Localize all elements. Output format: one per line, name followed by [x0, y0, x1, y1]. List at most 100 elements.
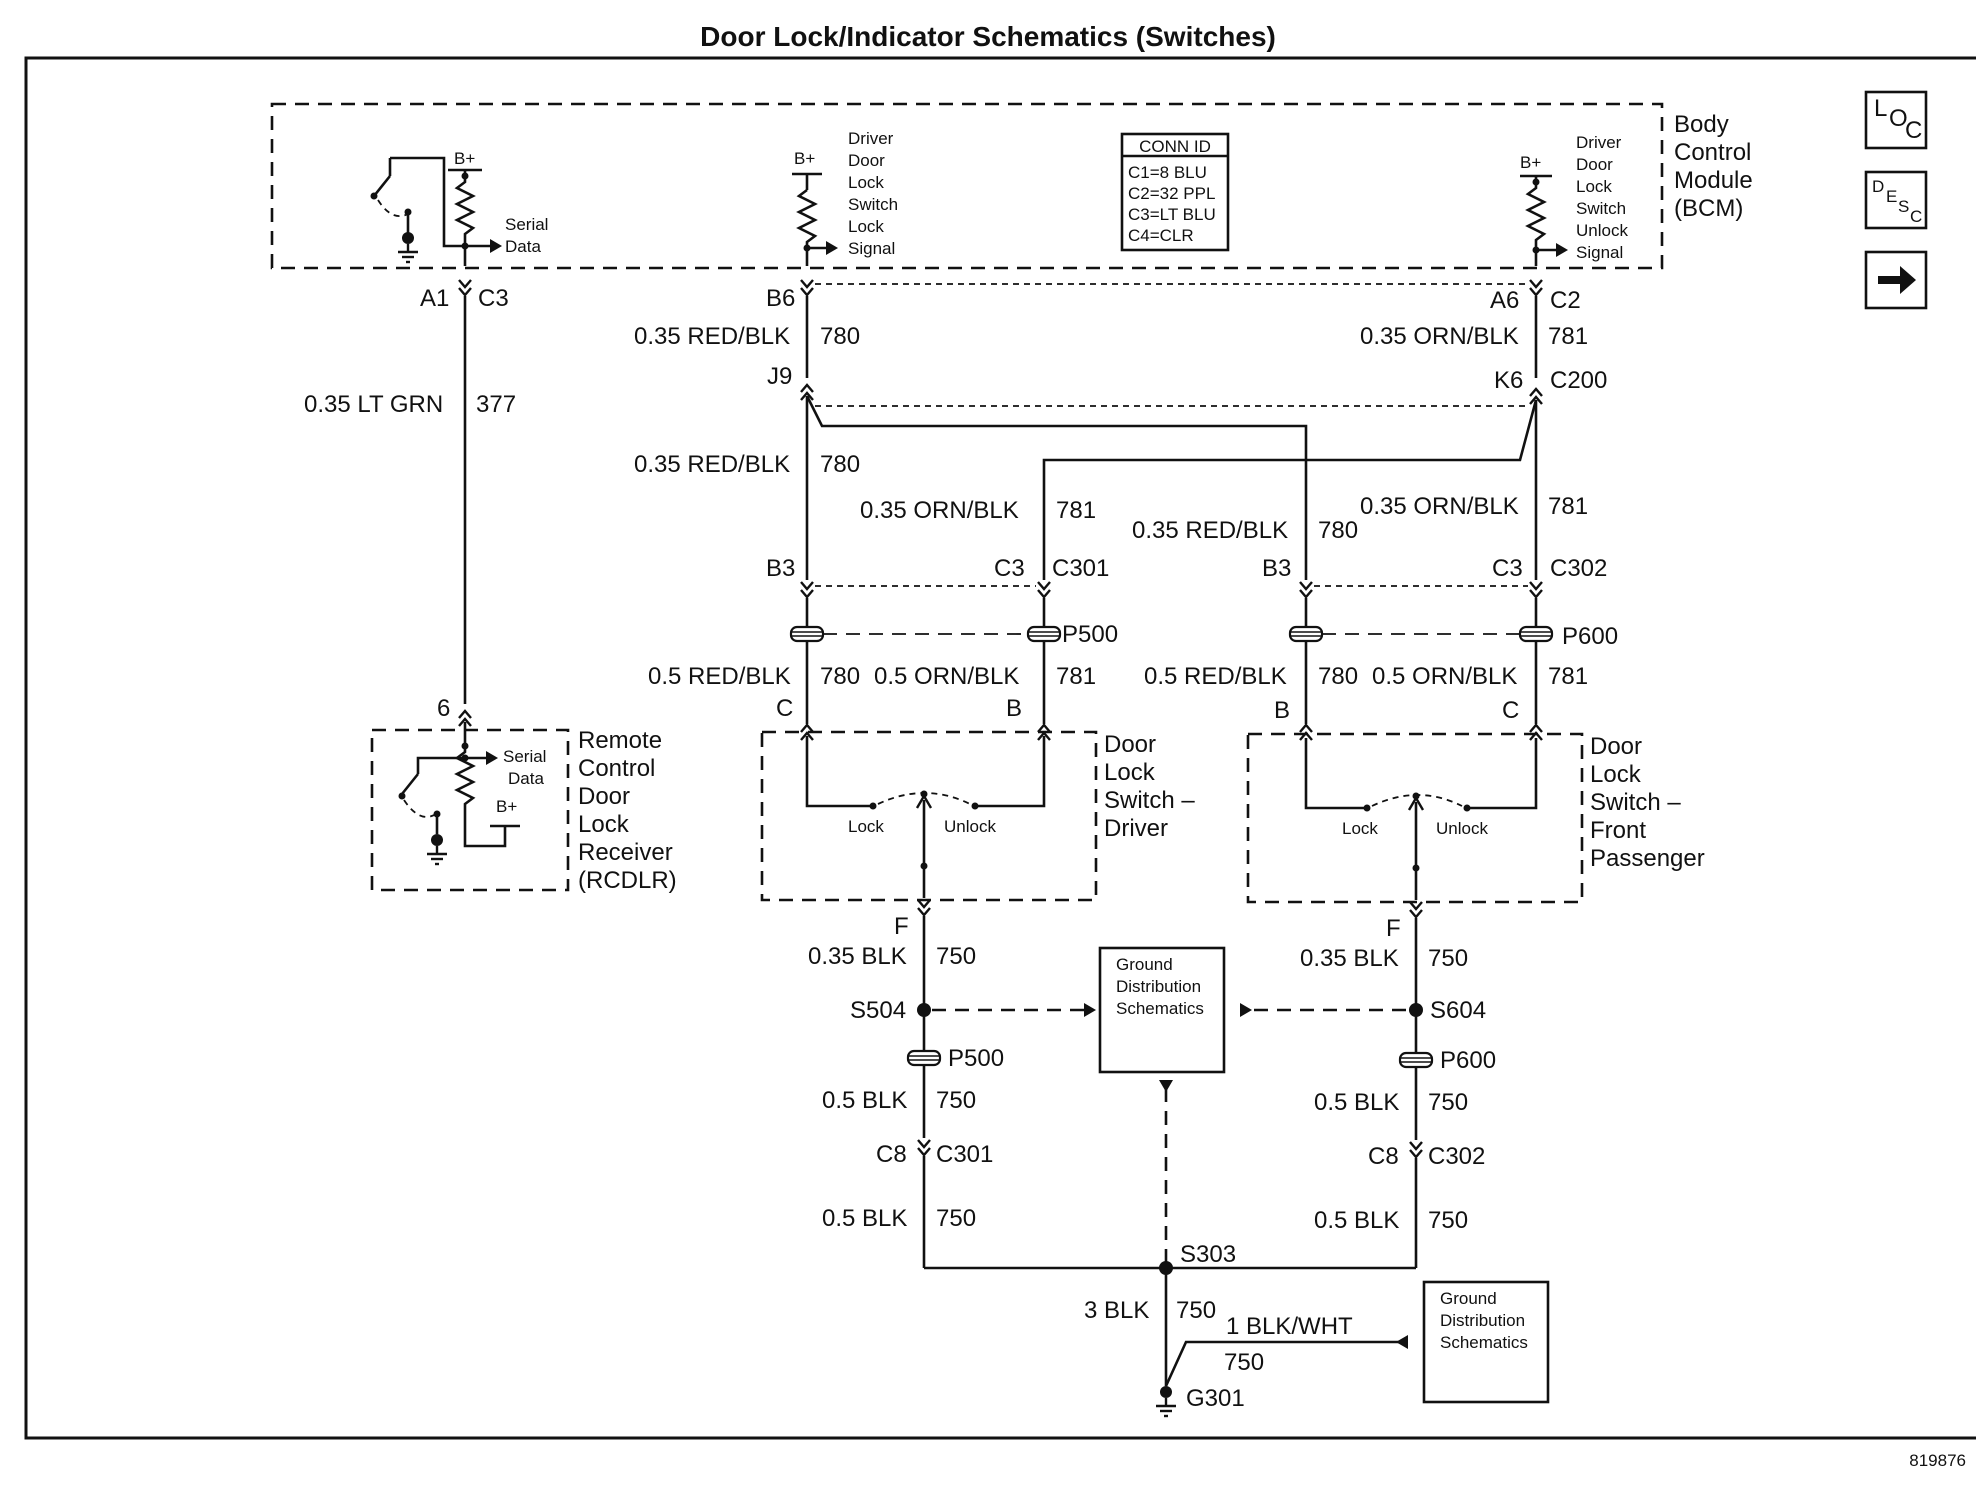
- svg-text:S: S: [1898, 197, 1909, 216]
- svg-text:Remote: Remote: [578, 727, 662, 754]
- rcdlr-circuit: Serial Data B+: [398, 722, 546, 866]
- figure-id: 819876: [1909, 1451, 1966, 1470]
- svg-text:Body: Body: [1674, 111, 1729, 138]
- svg-text:B+: B+: [454, 149, 475, 168]
- arrow-right-icon[interactable]: [1864, 250, 1928, 310]
- ground-distribution-box-center[interactable]: Ground Distribution Schematics: [1098, 946, 1226, 1074]
- svg-text:Data: Data: [508, 769, 544, 788]
- pin-b6: B6: [766, 285, 795, 312]
- svg-text:C1=8 BLU: C1=8 BLU: [1128, 163, 1207, 182]
- svg-text:B+: B+: [496, 797, 517, 816]
- svg-text:3 BLK: 3 BLK: [1084, 1297, 1149, 1324]
- svg-text:Switch: Switch: [1576, 199, 1626, 218]
- svg-text:Ground: Ground: [1116, 955, 1173, 974]
- conn-c301: C301: [1052, 555, 1109, 582]
- switch-driver-label: Door Lock Switch – Driver: [1104, 731, 1195, 842]
- svg-text:0.5 BLK: 0.5 BLK: [1314, 1089, 1399, 1116]
- svg-text:780: 780: [1318, 663, 1358, 690]
- wire-781-bcm: 0.35 ORN/BLK 781: [1360, 296, 1588, 378]
- conn-p600-bottom: P600: [1440, 1047, 1496, 1074]
- conn-c302: C302: [1550, 555, 1607, 582]
- svg-text:Lock: Lock: [848, 173, 884, 192]
- wire-377: 0.35 LT GRN 377: [304, 296, 516, 704]
- svg-text:0.5 BLK: 0.5 BLK: [822, 1205, 907, 1232]
- wire-750-ground: 3 BLK 750: [1084, 1268, 1216, 1386]
- conn-c301-bottom: C301: [936, 1141, 993, 1168]
- svg-text:0.35 LT GRN: 0.35 LT GRN: [304, 391, 443, 418]
- svg-text:Driver: Driver: [1104, 815, 1168, 842]
- wire-781-driver: 0.35 ORN/BLK 781: [860, 399, 1538, 580]
- svg-text:Front: Front: [1590, 817, 1646, 844]
- svg-text:CONN ID: CONN ID: [1139, 137, 1211, 156]
- pin-b3-passenger: B3: [1262, 555, 1291, 582]
- conn-p500-top: P500: [1062, 621, 1118, 648]
- svg-text:Passenger: Passenger: [1590, 845, 1705, 872]
- svg-text:780: 780: [820, 323, 860, 350]
- wire-label-pass-781: 0.5 ORN/BLK: [1372, 663, 1517, 690]
- svg-text:750: 750: [1428, 1089, 1468, 1116]
- switch-passenger-circuit: Lock Unlock: [1304, 738, 1538, 900]
- wire-750-blkwht: 1 BLK/WHT 750: [1164, 1313, 1408, 1387]
- svg-text:Signal: Signal: [848, 239, 895, 258]
- rcdlr-box: [370, 728, 570, 892]
- svg-text:0.35 BLK: 0.35 BLK: [808, 943, 907, 970]
- conn-c200: C200: [1550, 367, 1607, 394]
- conn-c2: C2: [1550, 287, 1581, 314]
- svg-text:Switch: Switch: [848, 195, 898, 214]
- pin-f-driver: F: [894, 913, 909, 940]
- svg-text:0.5 BLK: 0.5 BLK: [822, 1087, 907, 1114]
- wire-label-driver-780: 0.5 RED/BLK: [648, 663, 791, 690]
- conn-p500-bottom: P500: [948, 1045, 1004, 1072]
- conn-c3-bcm: C3: [478, 285, 509, 312]
- splice-s604: S604: [1430, 997, 1486, 1024]
- svg-text:750: 750: [1428, 945, 1468, 972]
- svg-text:Distribution: Distribution: [1116, 977, 1201, 996]
- svg-text:Lock: Lock: [848, 217, 884, 236]
- svg-text:Lock: Lock: [578, 811, 630, 838]
- svg-text:C3=LT BLU: C3=LT BLU: [1128, 205, 1216, 224]
- page-title: Door Lock/Indicator Schematics (Switches…: [700, 21, 1276, 52]
- svg-text:0.35 RED/BLK: 0.35 RED/BLK: [634, 323, 790, 350]
- svg-text:0.35 RED/BLK: 0.35 RED/BLK: [634, 451, 790, 478]
- svg-text:Door: Door: [848, 151, 885, 170]
- svg-text:750: 750: [936, 1087, 976, 1114]
- svg-text:781: 781: [1056, 663, 1096, 690]
- svg-text:Unlock: Unlock: [1436, 819, 1488, 838]
- svg-text:B+: B+: [1520, 153, 1541, 172]
- svg-text:750: 750: [936, 1205, 976, 1232]
- pin-c8-driver: C8: [876, 1141, 907, 1168]
- svg-text:B+: B+: [794, 149, 815, 168]
- conn-id-box: CONN ID C1=8 BLU C2=32 PPL C3=LT BLU C4=…: [1120, 132, 1230, 252]
- pin-c3-passenger: C3: [1492, 555, 1523, 582]
- svg-text:Control: Control: [1674, 139, 1751, 166]
- bcm-lock-signal-circuit: B+ Driver Door Lock Switch Lock Signal: [792, 129, 898, 266]
- svg-text:C: C: [1910, 207, 1922, 226]
- pin-a6: A6: [1490, 287, 1519, 314]
- pin-b3-driver: B3: [766, 555, 795, 582]
- bcm-unlock-signal-circuit: B+ Driver Door Lock Switch Unlock Signal: [1520, 133, 1628, 266]
- wire-781-passenger: 0.35 ORN/BLK 781: [1360, 400, 1588, 580]
- svg-text:Driver: Driver: [1576, 133, 1622, 152]
- pin-c-passenger: C: [1502, 697, 1519, 724]
- wire-label-pass-780: 0.5 RED/BLK: [1144, 663, 1287, 690]
- pin-b-passenger: B: [1274, 697, 1290, 724]
- pin-j9: J9: [767, 363, 792, 390]
- svg-text:O: O: [1889, 105, 1908, 132]
- rcdlr-pin: 6: [437, 695, 450, 722]
- ground-distribution-box-lower[interactable]: Ground Distribution Schematics: [1422, 1280, 1550, 1404]
- switch-passenger-box: [1246, 732, 1584, 904]
- switch-passenger-label: Door Lock Switch – Front Passenger: [1590, 733, 1705, 872]
- splice-s504: S504: [850, 997, 906, 1024]
- svg-text:E: E: [1886, 187, 1897, 206]
- svg-text:Switch –: Switch –: [1590, 789, 1681, 816]
- svg-text:(RCDLR): (RCDLR): [578, 867, 677, 894]
- svg-text:780: 780: [820, 663, 860, 690]
- svg-text:Door: Door: [1590, 733, 1642, 760]
- svg-text:Door: Door: [578, 783, 630, 810]
- svg-text:Schematics: Schematics: [1116, 999, 1204, 1018]
- svg-text:Serial: Serial: [505, 215, 548, 234]
